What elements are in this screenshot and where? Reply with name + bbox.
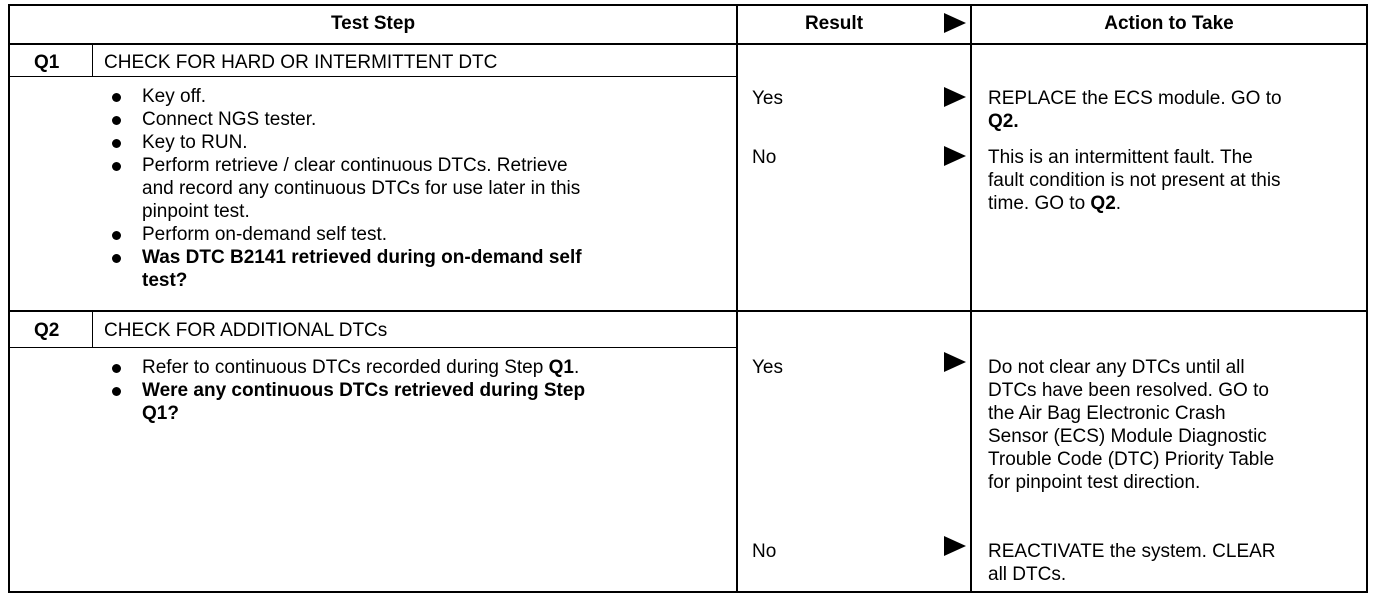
q1-no-action-line-3: time. GO to Q2. [988,193,1122,214]
bullet-icon [112,139,121,148]
header-bottom-border [8,43,1368,45]
step-title-q1: CHECK FOR HARD OR INTERMITTENT DTC [104,52,498,73]
bullet-icon [112,116,121,125]
table-right-border [1366,4,1368,593]
q2-bullet-1: Refer to continuous DTCs recorded during… [142,357,580,378]
step-id-q2: Q2 [34,320,60,341]
q2-yes-arrow-icon [944,352,966,372]
q2-id-divider [92,312,93,348]
bullet-icon [112,93,121,102]
bullet-icon [112,231,121,240]
header-result-arrow-icon [944,13,966,33]
q1-bullet-6-line-2: test? [142,270,188,291]
q2-yes-action-line-2: DTCs have been resolved. GO to [988,380,1269,401]
q1-bullet-4-line-3: pinpoint test. [142,201,250,222]
step-id-q1: Q1 [34,52,60,73]
q1-bullet-2: Connect NGS tester. [142,109,317,130]
q1-bullet-5: Perform on-demand self test. [142,224,387,245]
q1-yes-action-line-2: Q2. [988,111,1019,132]
q1-bullet-1: Key off. [142,86,207,107]
q1-title-underline [8,76,736,77]
q1-no-action-line-1: This is an intermittent fault. The [988,147,1253,168]
table-bottom-border [8,591,1368,593]
q1-bullet-6-line-1: Was DTC B2141 retrieved during on-demand… [142,247,582,268]
q2-yes-action-line-3: the Air Bag Electronic Crash [988,403,1226,424]
bullet-icon [112,364,121,373]
header-result: Result [804,13,864,34]
q2-yes-action-line-5: Trouble Code (DTC) Priority Table [988,449,1275,470]
q1-result-no: No [752,147,777,168]
q1-bottom-border [8,310,1368,312]
q1-no-action-line-2: fault condition is not present at this [988,170,1281,191]
q2-yes-action-line-4: Sensor (ECS) Module Diagnostic [988,426,1267,447]
result-action-divider [970,4,972,593]
q2-result-yes: Yes [752,357,783,378]
q2-no-action-line-2: all DTCs. [988,564,1067,585]
q2-title-underline [8,347,736,348]
q2-yes-action-line-6: for pinpoint test direction. [988,472,1201,493]
q1-yes-arrow-icon [944,87,966,107]
q1-id-divider [92,45,93,77]
q1-bullet-4-line-1: Perform retrieve / clear continuous DTCs… [142,155,568,176]
header-test-step: Test Step [330,13,416,34]
q1-bullet-4-line-2: and record any continuous DTCs for use l… [142,178,581,199]
q2-bullet-2-line-2: Q1? [142,403,179,424]
q1-no-arrow-icon [944,146,966,166]
table-top-border [8,4,1368,6]
bullet-icon [112,162,121,171]
q1-result-yes: Yes [752,88,783,109]
table-left-border [8,4,10,593]
q2-yes-action-line-1: Do not clear any DTCs until all [988,357,1245,378]
q1-yes-action-line-1: REPLACE the ECS module. GO to [988,88,1282,109]
header-action: Action to Take [1104,13,1234,34]
test-step-result-divider [736,4,738,593]
step-title-q2: CHECK FOR ADDITIONAL DTCs [104,320,388,341]
q2-bullet-2-line-1: Were any continuous DTCs retrieved durin… [142,380,586,401]
q2-result-no: No [752,541,777,562]
bullet-icon [112,387,121,396]
q1-bullet-3: Key to RUN. [142,132,248,153]
q2-no-action-line-1: REACTIVATE the system. CLEAR [988,541,1276,562]
q2-no-arrow-icon [944,536,966,556]
bullet-icon [112,254,121,263]
